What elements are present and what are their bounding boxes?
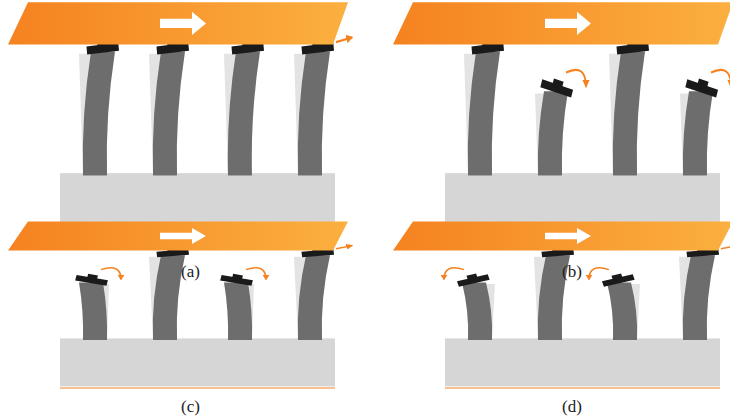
motion-arrow	[589, 268, 609, 279]
pillar	[683, 255, 715, 340]
slide-direction-arrow	[160, 228, 206, 244]
friction-panel	[8, 2, 352, 245]
pillar	[298, 255, 330, 340]
sliding-slab	[393, 222, 730, 251]
motion-arrow	[336, 246, 352, 249]
pillar	[613, 51, 645, 175]
panel-label: (a)	[181, 262, 200, 282]
friction-panel	[393, 2, 730, 245]
pillar	[153, 51, 185, 175]
motion-arrow	[444, 268, 464, 279]
motion-arrow	[246, 268, 266, 279]
pillar	[468, 51, 500, 175]
pillar-cap	[220, 272, 254, 286]
friction-panel	[393, 222, 730, 388]
pillar	[683, 91, 713, 175]
sliding-slab	[393, 2, 730, 44]
motion-arrow	[721, 246, 730, 249]
slide-direction-arrow	[545, 12, 591, 35]
base-line	[445, 387, 720, 388]
sliding-slab	[8, 2, 348, 44]
pillar	[224, 282, 252, 340]
motion-arrow	[566, 70, 586, 87]
panel-label: (d)	[562, 397, 582, 417]
motion-arrow	[711, 70, 730, 87]
motion-arrow	[336, 37, 352, 42]
substrate-base	[445, 338, 720, 386]
pillar	[298, 51, 330, 175]
pillar	[538, 91, 568, 175]
friction-panel	[8, 222, 352, 388]
substrate-base	[60, 338, 335, 386]
pillar-cap	[601, 271, 635, 287]
pillar	[607, 282, 637, 340]
pillar-cap	[685, 75, 719, 98]
pillar-cap	[456, 271, 490, 287]
pillar	[153, 255, 185, 340]
pillar-cap	[540, 75, 574, 98]
slide-direction-arrow	[160, 12, 206, 35]
panel-label: (c)	[181, 397, 200, 417]
sliding-slab	[8, 222, 348, 251]
pillar-cap	[75, 272, 109, 286]
panel-label: (b)	[562, 262, 582, 282]
pillar	[79, 282, 107, 340]
pillar	[228, 51, 260, 175]
pillar	[83, 51, 115, 175]
slide-direction-arrow	[545, 228, 591, 244]
motion-arrow	[101, 268, 121, 279]
base-line	[60, 387, 335, 388]
pillar	[462, 282, 492, 340]
